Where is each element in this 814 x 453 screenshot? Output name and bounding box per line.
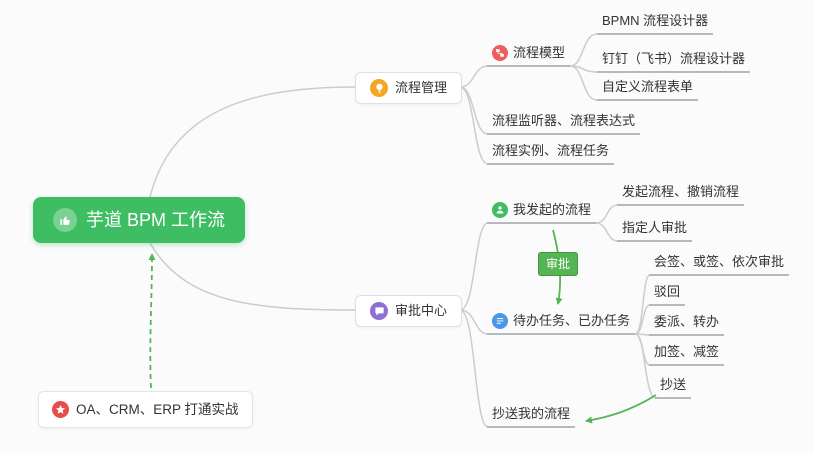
node-custom-form[interactable]: 自定义流程表单 [597,78,699,101]
node-label: 委派、转办 [654,314,720,329]
approve-badge[interactable]: 审批 [538,252,579,276]
node-my-initiated[interactable]: 我发起的流程 [487,201,597,224]
star-icon [52,401,69,418]
node-cc-my-process[interactable]: 抄送我的流程 [487,405,576,428]
node-label: 抄送我的流程 [492,406,571,421]
note-dashed-arrow [148,253,156,389]
note-box[interactable]: OA、CRM、ERP 打通实战 [38,391,253,428]
node-label: 钉钉（飞书）流程设计器 [602,51,746,66]
node-label: BPMN 流程设计器 [602,13,709,28]
thumbs-up-icon [53,208,77,232]
node-todo-done[interactable]: 待办任务、已办任务 [487,312,636,335]
root-node[interactable]: 芋道 BPM 工作流 [33,197,246,243]
cc-relation-arrow [585,394,657,424]
node-process-management[interactable]: 流程管理 [355,72,463,104]
node-label: 我发起的流程 [513,202,592,217]
node-label: 流程管理 [395,80,448,95]
node-process-model[interactable]: 流程模型 [487,44,571,67]
node-label: 指定人审批 [622,220,688,235]
node-delegate-transfer[interactable]: 委派、转办 [649,313,725,336]
node-label: 待办任务、已办任务 [513,313,631,328]
node-label: 加签、减签 [654,344,720,359]
node-label: 流程实例、流程任务 [492,143,610,158]
node-listener-expression[interactable]: 流程监听器、流程表达式 [487,112,641,135]
node-countersign[interactable]: 会签、或签、依次审批 [649,253,790,276]
node-cc[interactable]: 抄送 [655,376,692,399]
root-label: 芋道 BPM 工作流 [86,210,226,230]
task-list-icon [492,313,508,329]
node-label: 自定义流程表单 [602,79,694,94]
node-label: 发起流程、撤销流程 [622,184,740,199]
flowchart-icon [492,45,508,61]
node-dingtalk-designer[interactable]: 钉钉（飞书）流程设计器 [597,50,751,73]
chat-bubble-icon [370,302,388,320]
node-label: 流程监听器、流程表达式 [492,113,636,128]
node-label: 抄送 [660,377,687,392]
node-assignee-approval[interactable]: 指定人审批 [617,219,693,242]
node-label: 会签、或签、依次审批 [654,254,785,269]
node-label: 驳回 [654,284,681,299]
node-instance-task[interactable]: 流程实例、流程任务 [487,142,615,165]
user-icon [492,202,508,218]
node-label: 审批中心 [395,303,448,318]
lightbulb-icon [370,79,388,97]
note-label: OA、CRM、ERP 打通实战 [76,402,239,417]
node-reject[interactable]: 驳回 [649,283,686,306]
node-approval-center[interactable]: 审批中心 [355,295,463,327]
node-initiate-cancel[interactable]: 发起流程、撤销流程 [617,183,745,206]
node-add-reduce-sign[interactable]: 加签、减签 [649,343,725,366]
node-bpmn-designer[interactable]: BPMN 流程设计器 [597,12,714,35]
node-label: 流程模型 [513,45,566,60]
